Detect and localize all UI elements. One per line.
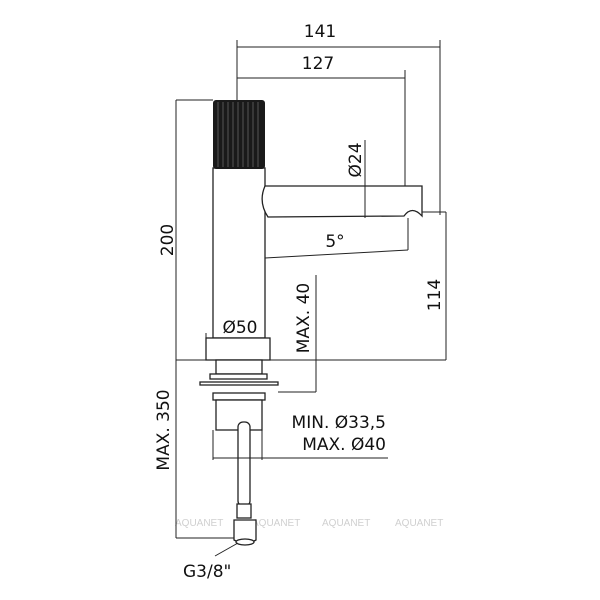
dim-max-hole: MAX. Ø40 [302,435,386,455]
watermarks: AQUANET AQUANET AQUANET AQUANET [175,518,443,529]
watermark: AQUANET [175,518,223,529]
watermark: AQUANET [395,518,443,529]
dim-base-diameter: Ø50 [222,318,257,338]
dim-114: 114 [425,279,445,311]
dim-127: 127 [302,54,334,74]
dim-min-hole: MIN. Ø33,5 [292,413,386,433]
dim-angle: 5° [325,232,344,252]
dim-spout-diameter: Ø24 [346,142,366,177]
dim-thread: G3/8" [183,562,231,582]
watermark: AQUANET [252,518,300,529]
base-ring [205,337,271,361]
dim-max-40: MAX. 40 [294,283,314,353]
faucet-body [199,100,423,546]
dim-max-350: MAX. 350 [154,389,174,470]
dim-200: 200 [158,224,178,256]
flexible-hose [237,421,251,507]
dimension-lines [175,40,447,557]
watermark: AQUANET [322,518,370,529]
knurled-handle [213,100,265,169]
dimension-labels: 141 127 Ø24 5° 114 200 Ø50 MAX. 40 MAX. … [154,22,445,582]
dim-141: 141 [304,22,336,42]
